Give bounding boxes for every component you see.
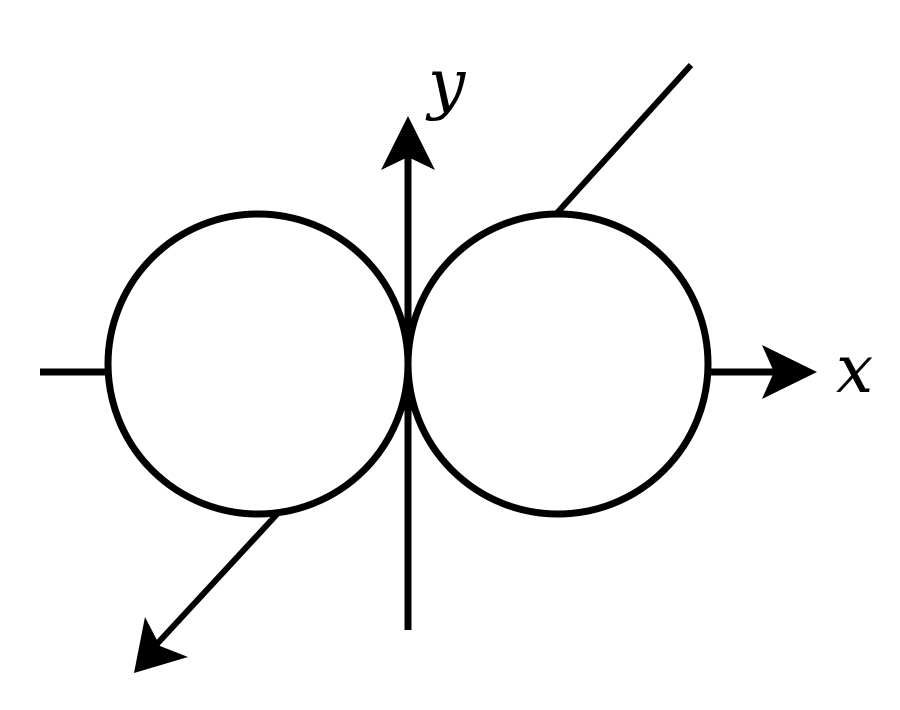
x-axis-arrowhead-icon xyxy=(762,345,817,399)
right-lobe xyxy=(404,210,712,518)
z-axis xyxy=(134,62,694,673)
z-axis-arrowhead-icon xyxy=(134,617,188,673)
z-axis-lower-segment xyxy=(153,509,282,648)
z-axis-upper-segment xyxy=(554,62,694,216)
x-axis-label: x xyxy=(836,331,873,408)
x-axis xyxy=(40,345,817,399)
left-lobe xyxy=(104,210,412,518)
y-axis-label: y xyxy=(425,45,466,122)
y-axis-arrowhead-icon xyxy=(381,116,435,170)
orbital-lobes xyxy=(104,210,712,518)
